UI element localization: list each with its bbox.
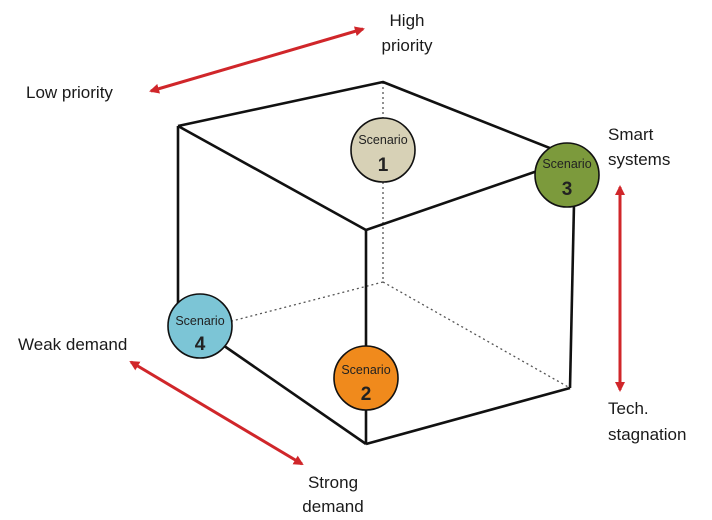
scenario-3-number: 3 <box>562 179 573 200</box>
demand-arrow <box>129 360 304 466</box>
hidden-edge-left <box>204 281 384 329</box>
cube-edge-bottom-right <box>365 386 571 446</box>
scenario-2-node: Scenario 2 <box>333 345 399 411</box>
scenario-2-word: Scenario <box>341 363 390 377</box>
scenario-1-word: Scenario <box>358 133 407 147</box>
label-tech-stagnation-line1: Tech. <box>608 399 649 418</box>
priority-arrow <box>149 26 365 94</box>
label-high-priority-line1: High <box>390 11 425 30</box>
scenario-3-node: Scenario 3 <box>534 142 600 208</box>
label-smart-systems-line1: Smart <box>608 125 654 144</box>
scenario-1-number: 1 <box>378 155 389 176</box>
scenario-4-node: Scenario 4 <box>167 293 233 359</box>
label-tech-stagnation-line2: stagnation <box>608 425 686 444</box>
scenario-4-circle <box>167 293 233 359</box>
scenario-3-word: Scenario <box>542 157 591 171</box>
scenario-2-circle <box>333 345 399 411</box>
label-strong-demand-line2: demand <box>302 497 363 516</box>
label-high-priority-line2: priority <box>381 36 433 55</box>
scenario-1-node: Scenario 1 <box>350 117 416 183</box>
label-weak-demand: Weak demand <box>18 335 127 354</box>
label-smart-systems-line2: systems <box>608 150 670 169</box>
scenario-4-number: 4 <box>195 334 206 355</box>
scenario-4-word: Scenario <box>175 314 224 328</box>
scenario-1-circle <box>350 117 416 183</box>
scenario-2-number: 2 <box>361 384 372 405</box>
label-strong-demand-line1: Strong <box>308 473 358 492</box>
label-low-priority: Low priority <box>26 83 113 102</box>
scenario-3-circle <box>534 142 600 208</box>
hidden-edge-right <box>382 281 571 389</box>
